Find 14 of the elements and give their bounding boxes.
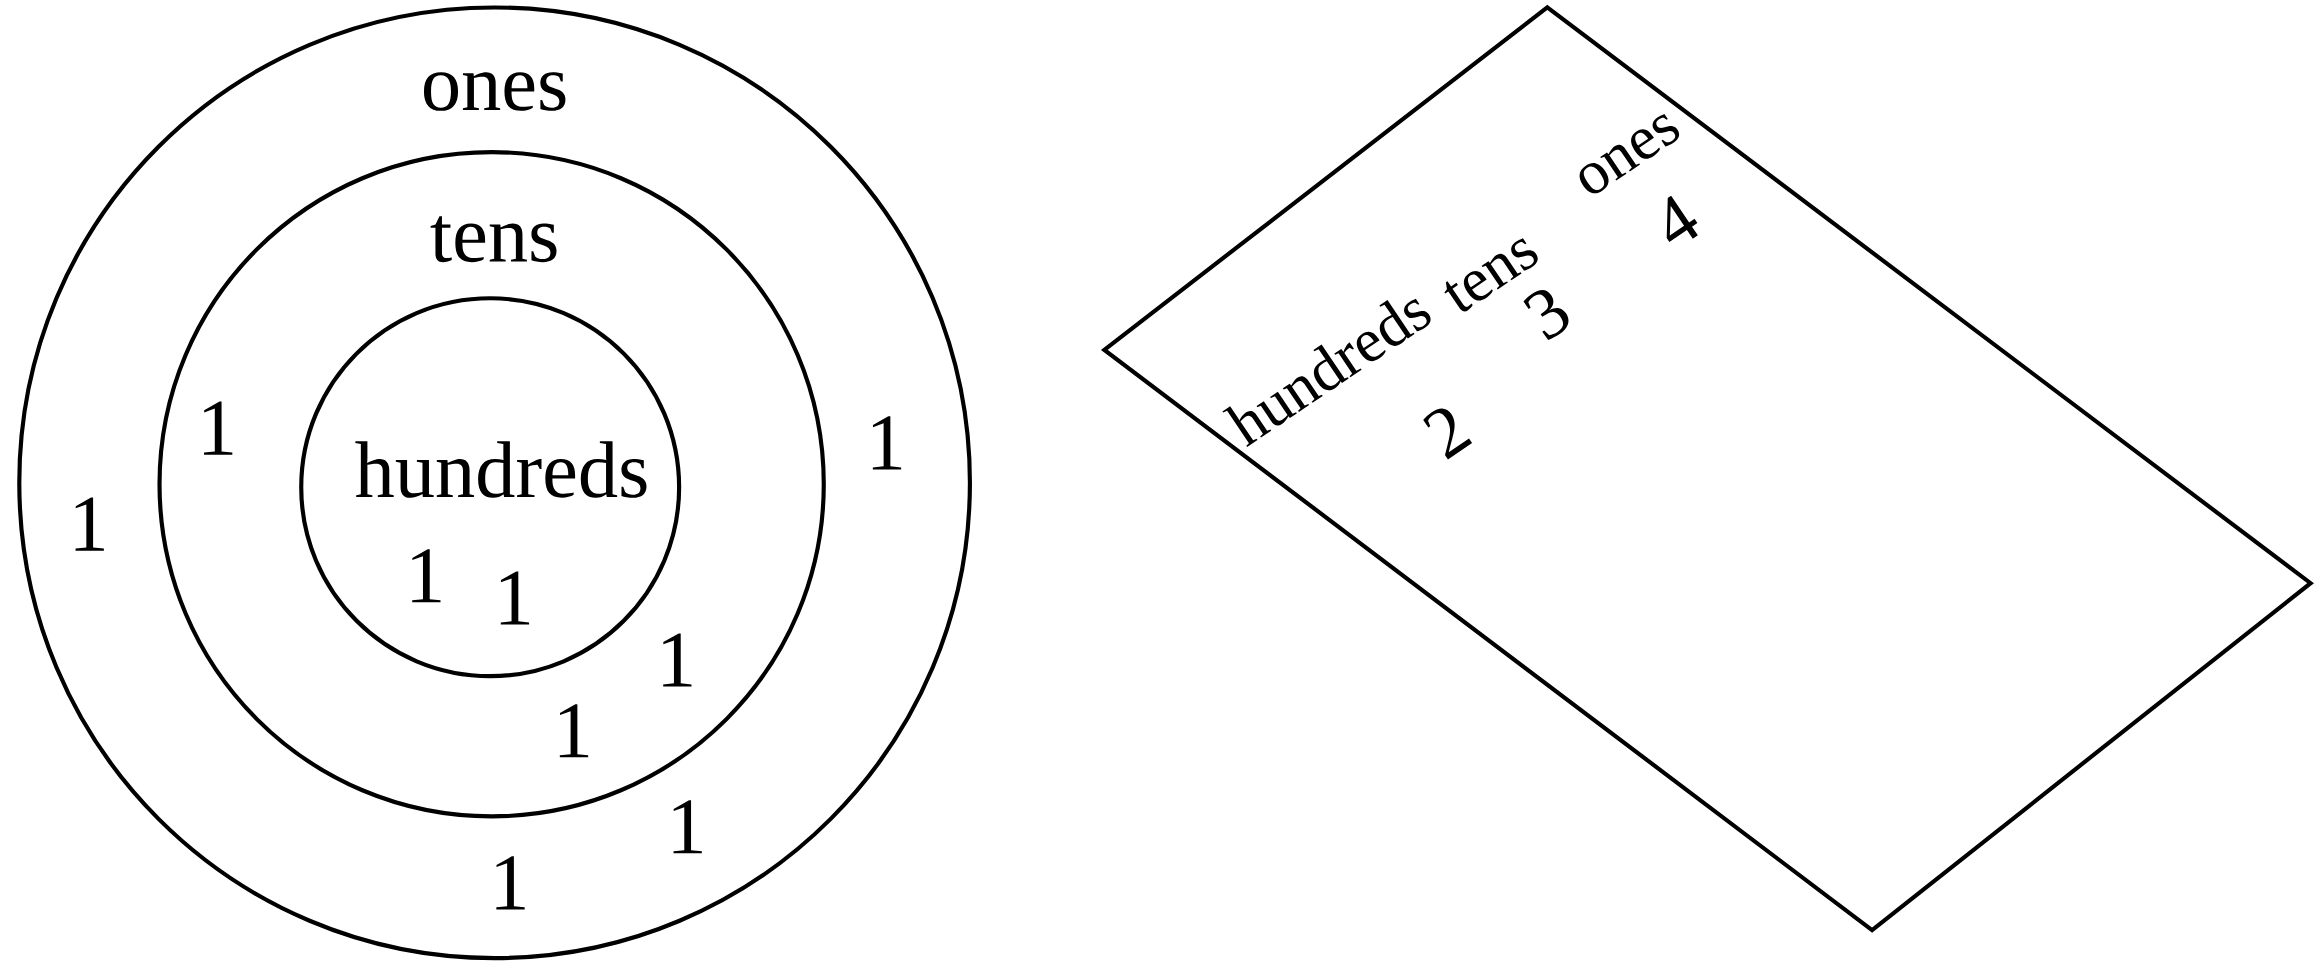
digit: 1	[500, 571, 530, 625]
place-label: tens	[430, 216, 557, 263]
digit: 1	[663, 633, 692, 687]
digit: 1	[496, 856, 525, 910]
place-label: ones	[423, 72, 566, 112]
digit: 1	[673, 800, 702, 854]
digit: 1	[75, 497, 104, 551]
place-label: hundreds	[355, 441, 647, 498]
digit: 4	[1666, 195, 1698, 243]
digit: 1	[204, 401, 233, 455]
digit: 1	[872, 416, 902, 470]
digit: 1	[412, 549, 441, 603]
place-label: ones	[1579, 114, 1680, 194]
digit: 1	[559, 704, 589, 758]
